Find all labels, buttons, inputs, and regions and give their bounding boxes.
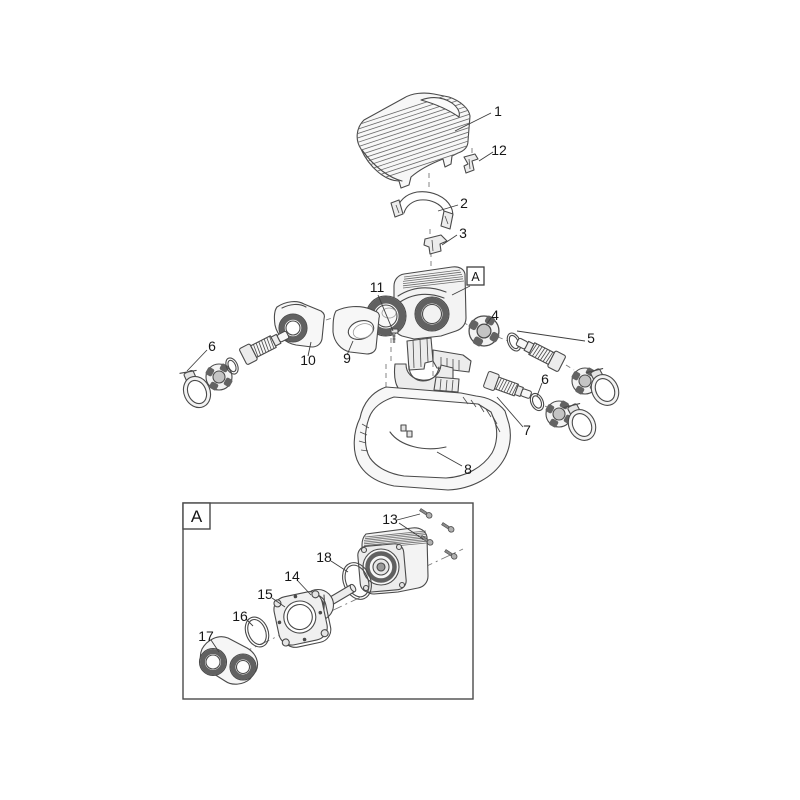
pump-ribs xyxy=(402,269,465,289)
group-hosetail-right-5 xyxy=(506,332,625,411)
part-screw-11 xyxy=(390,328,399,343)
callout-7: 7 xyxy=(523,422,531,438)
callout-1: 1 xyxy=(494,103,502,119)
part-top-cover xyxy=(356,92,471,189)
detail-ref-box: A xyxy=(466,266,485,286)
callout-2: 2 xyxy=(460,195,468,211)
housing-ribs xyxy=(358,396,501,452)
callout-10: 10 xyxy=(300,352,316,368)
callouts-main: 1 12 2 3 11 4 9 10 6 5 6 7 8 A xyxy=(186,103,595,477)
callout-12: 12 xyxy=(491,142,507,158)
callout-6-right: 6 xyxy=(541,371,549,387)
callout-18: 18 xyxy=(316,549,332,565)
hose-tail xyxy=(238,325,293,366)
main-exploded-view: 1 12 2 3 11 4 9 10 6 5 6 7 8 A xyxy=(174,92,625,491)
part-bottom-housing xyxy=(353,386,511,491)
callout-15: 15 xyxy=(257,586,273,602)
group-hosetail-right-7 xyxy=(482,370,602,446)
part-pump-body xyxy=(365,266,467,340)
callout-8: 8 xyxy=(464,461,472,477)
callout-13: 13 xyxy=(382,511,398,527)
callout-9: 9 xyxy=(343,350,351,366)
callouts-detail: 13 18 14 15 16 17 xyxy=(198,511,424,653)
part-oring-18 xyxy=(342,562,372,600)
callout-3: 3 xyxy=(459,225,467,241)
threaded-hose-tail xyxy=(482,370,535,404)
hose-tail xyxy=(512,332,567,373)
detail-ref-label: A xyxy=(471,270,480,284)
part-cover-flange-15 xyxy=(273,590,332,648)
detail-view-label: A xyxy=(191,507,203,526)
callout-5: 5 xyxy=(587,330,595,346)
part-clip-3 xyxy=(423,234,448,255)
pump-port-right xyxy=(414,296,450,332)
group-hosetail-left-6 xyxy=(174,325,293,413)
part-plate-9 xyxy=(332,306,380,355)
callout-17: 17 xyxy=(198,628,214,644)
callout-11: 11 xyxy=(370,279,385,295)
callout-6-left: 6 xyxy=(208,338,216,354)
detail-view-label-box: A xyxy=(182,502,211,530)
part-oring-16 xyxy=(244,616,270,648)
callout-14: 14 xyxy=(284,568,300,584)
part-clip-12 xyxy=(463,153,479,174)
callout-16: 16 xyxy=(232,608,248,624)
part-motor-body xyxy=(357,527,429,595)
part-elbow-17 xyxy=(198,636,259,685)
callout-4: 4 xyxy=(491,307,499,323)
detail-view-a: A 13 18 14 15 16 17 xyxy=(182,502,474,700)
part-handle-strap xyxy=(390,191,454,230)
